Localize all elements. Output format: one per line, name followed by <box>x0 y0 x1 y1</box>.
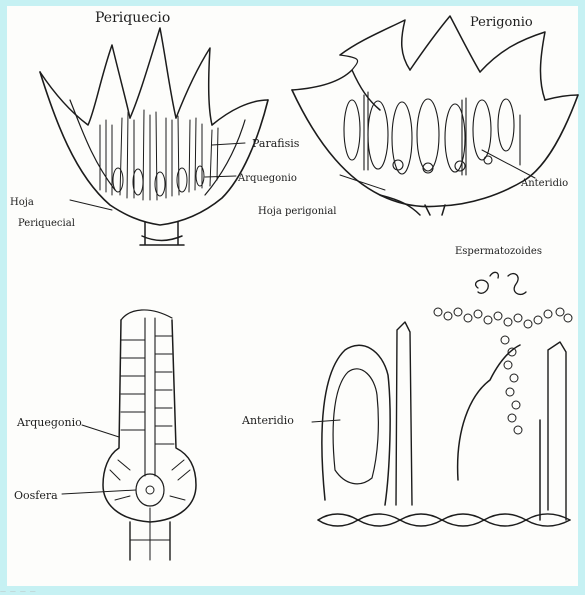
label-perigonial-leaf: Hoja perigonial <box>258 206 337 217</box>
label-perichaetium: Periquecio <box>95 10 170 26</box>
archegonium-drawing <box>62 310 196 560</box>
label-archegonium-bottom: Arquegonio <box>16 416 82 429</box>
antheridium-drawing <box>312 272 572 526</box>
bottom-caption-strip: — — — — <box>0 588 585 595</box>
label-oosphere: Oosfera <box>14 489 58 502</box>
label-perigonium: Perigonio <box>470 15 533 30</box>
label-perichaetial-leaf-2: Periquecial <box>18 218 75 229</box>
label-perichaetial-leaf-1: Hoja <box>10 197 34 208</box>
label-antherozoids: Espermatozoides <box>455 246 542 257</box>
label-antheridium-top: Anteridio <box>520 178 568 189</box>
label-antheridium-bottom: Anteridio <box>241 414 294 427</box>
label-archegonium-top: Arquegonio <box>237 173 297 184</box>
perichaetium-drawing <box>40 28 268 245</box>
label-paraphyses: Parafisis <box>252 137 300 150</box>
